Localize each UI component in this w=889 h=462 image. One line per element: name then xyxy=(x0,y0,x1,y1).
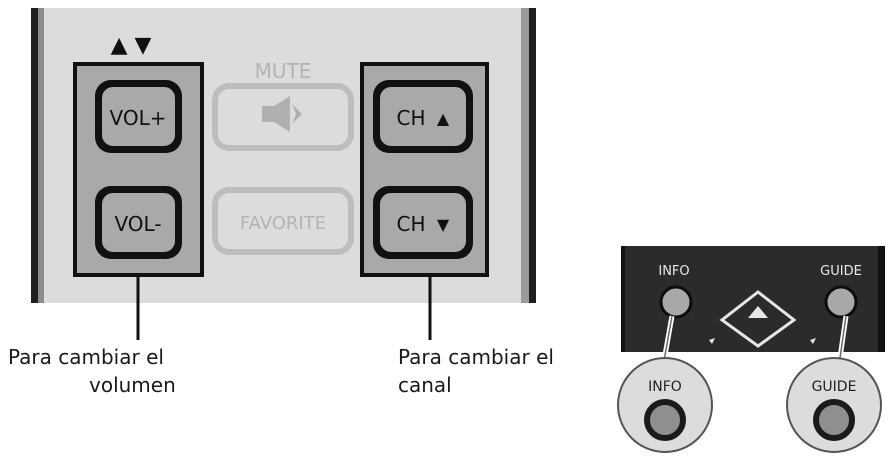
left-dot-icon xyxy=(709,338,715,344)
ch-down-label: CH xyxy=(396,212,425,236)
info-small-label: INFO xyxy=(658,264,689,279)
mute-label: MUTE xyxy=(255,59,312,83)
vol-down-label: VOL- xyxy=(114,212,161,236)
up-down-arrows: ▲ ▼ xyxy=(111,33,152,58)
info-zoom-label: INFO xyxy=(648,379,682,395)
favorite-label: FAVORITE xyxy=(240,213,326,234)
guide-zoom-button[interactable] xyxy=(813,399,855,441)
channel-caption-line1: Para cambiar el xyxy=(398,345,554,369)
volume-key-group: VOL+ VOL- xyxy=(73,62,204,277)
guide-small-button[interactable] xyxy=(824,285,858,319)
ch-up-label: CH xyxy=(396,106,425,130)
ch-down-icon: ▼ xyxy=(437,215,450,234)
vol-up-label: VOL+ xyxy=(110,106,167,130)
channel-caption-line2: canal xyxy=(398,373,452,397)
guide-zoom-label: GUIDE xyxy=(812,379,857,395)
ch-up-icon: ▲ xyxy=(437,109,450,128)
favorite-button[interactable] xyxy=(212,187,354,255)
guide-small-label: GUIDE xyxy=(820,264,862,279)
up-arrow-icon[interactable] xyxy=(719,290,797,348)
info-small-button[interactable] xyxy=(659,285,693,319)
info-zoom-button[interactable] xyxy=(644,399,686,441)
mute-button[interactable] xyxy=(212,83,354,151)
right-dot-icon xyxy=(810,338,816,344)
volume-caption-line1: Para cambiar el xyxy=(8,345,164,369)
channel-key-group: CH ▲ CH ▼ xyxy=(360,62,489,277)
volume-caption-line2: volumen xyxy=(89,373,176,397)
speaker-muted-icon xyxy=(262,96,302,132)
